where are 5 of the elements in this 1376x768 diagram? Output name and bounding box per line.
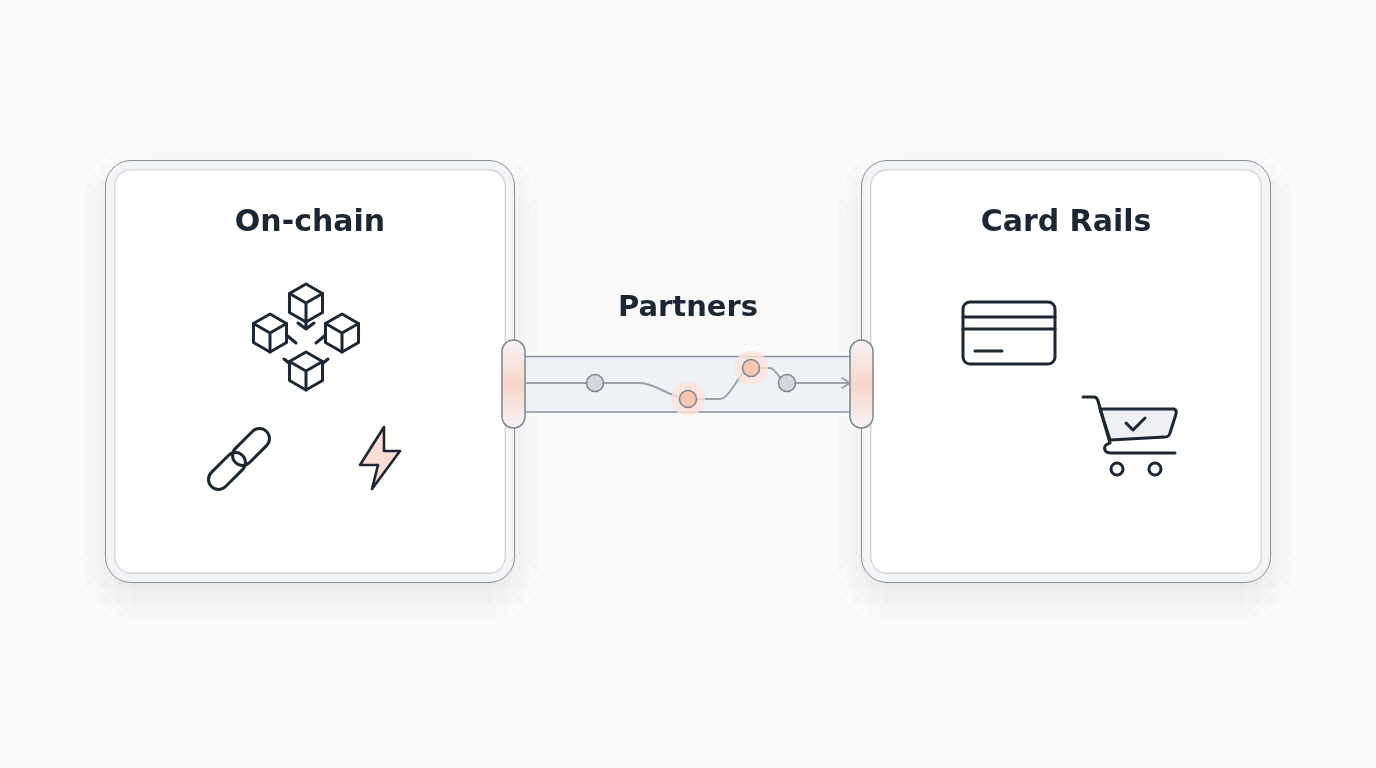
heading: Card Rails	[979, 203, 1153, 238]
heading: On-chain	[233, 203, 387, 238]
panel-card	[105, 160, 515, 583]
panel-card	[861, 160, 1271, 583]
flow-arrow	[524, 367, 851, 400]
